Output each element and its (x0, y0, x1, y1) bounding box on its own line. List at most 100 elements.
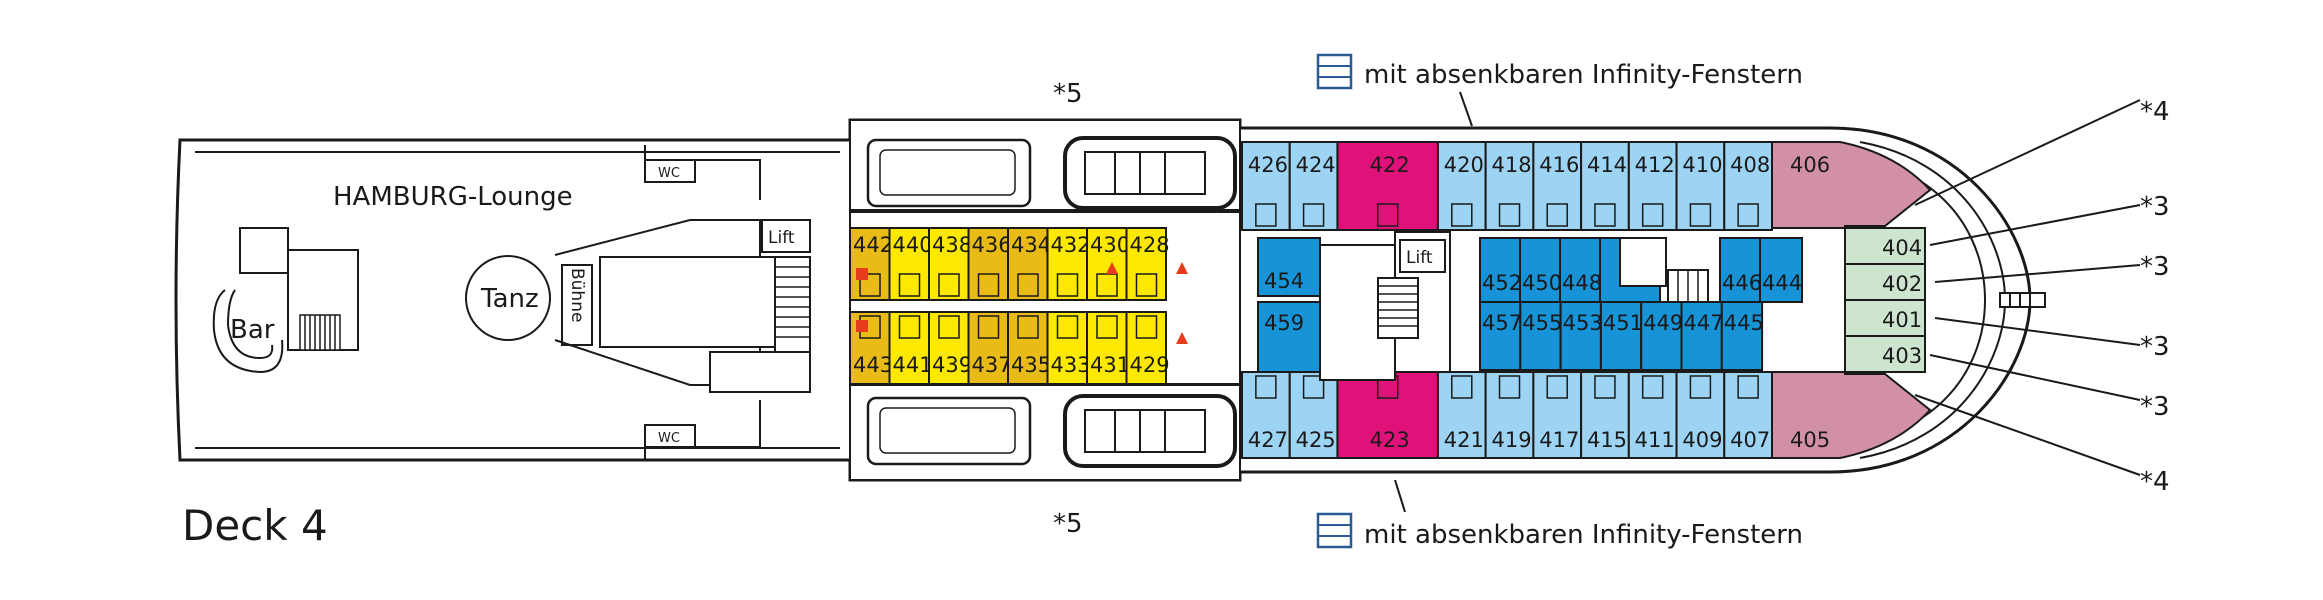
callout-label: *3 (2140, 192, 2170, 222)
cabin-402[interactable] (1844, 263, 1926, 301)
cabin-number: 444 (1762, 271, 1802, 295)
cabin-447[interactable] (1680, 301, 1723, 371)
cabin-442[interactable] (849, 227, 891, 301)
cabin-428[interactable] (1125, 227, 1167, 301)
cabin-409[interactable] (1675, 371, 1726, 459)
cabin-448[interactable] (1559, 237, 1601, 303)
cabin-440[interactable] (888, 227, 930, 301)
cabin-number: 449 (1643, 311, 1683, 335)
cabin-number: 437 (972, 353, 1012, 377)
cabin-427[interactable] (1241, 371, 1291, 459)
cabin-number: 436 (972, 233, 1012, 257)
cabin-411[interactable] (1627, 371, 1678, 459)
cabin-426[interactable] (1241, 141, 1291, 231)
cabin-number: 447 (1684, 311, 1724, 335)
cabin-number: 417 (1539, 428, 1579, 452)
cabin-number: 445 (1724, 311, 1764, 335)
callout-label: *3 (2140, 252, 2170, 282)
accessible-marker (1106, 262, 1118, 274)
cabin-455[interactable] (1519, 301, 1562, 371)
cabin-449[interactable] (1640, 301, 1683, 371)
stage (561, 264, 593, 346)
cabin-415[interactable] (1580, 371, 1630, 459)
callout-label: *3 (2140, 332, 2170, 362)
cabin-444[interactable] (1759, 237, 1803, 303)
cabin-446[interactable] (1719, 237, 1761, 303)
lounge-label: HAMBURG-Lounge (333, 182, 573, 212)
aft-lift (761, 219, 811, 253)
cabin-417[interactable] (1532, 371, 1583, 459)
accessible-marker (1176, 332, 1188, 344)
cabin-number: 409 (1682, 428, 1722, 452)
infinity-legend-bottom: mit absenkbaren Infinity-Fenstern (1316, 512, 1803, 550)
cabin-418[interactable] (1484, 141, 1535, 231)
cabin-459[interactable] (1257, 301, 1321, 373)
cabin-405[interactable] (1771, 371, 1932, 459)
cabin-number: 439 (932, 353, 972, 377)
cabin-number: 407 (1730, 428, 1770, 452)
cabin-number: 401 (1882, 308, 1922, 332)
callout-label: *4 (2140, 97, 2170, 127)
deck-label: Deck 4 (182, 501, 328, 550)
accessible-marker (1176, 262, 1188, 274)
wc-bottom-label: WC (658, 431, 680, 446)
cabin-436[interactable] (967, 227, 1009, 301)
cabin-435[interactable] (1007, 311, 1049, 385)
cabin-number: 455 (1522, 311, 1562, 335)
cabin-403[interactable] (1844, 335, 1926, 373)
lifeboat-note-bottom: *5 (1053, 509, 1083, 539)
cabin-441[interactable] (888, 311, 930, 385)
cabin-number: 433 (1051, 353, 1091, 377)
cabin-406[interactable] (1771, 141, 1932, 229)
cabin-number: 404 (1882, 236, 1922, 260)
cabin-number: 422 (1370, 153, 1410, 177)
cabin-457[interactable] (1479, 301, 1522, 371)
cabin-number: 430 (1090, 233, 1130, 257)
cabin-445[interactable] (1720, 301, 1764, 371)
bow-mast (1999, 292, 2046, 308)
stage-label: Bühne (567, 268, 587, 322)
cabin-number: 419 (1492, 428, 1532, 452)
dance-label: Tanz (480, 284, 539, 314)
cabin-number: 451 (1603, 311, 1643, 335)
cabin-429[interactable] (1125, 311, 1167, 385)
cabin-453[interactable] (1559, 301, 1602, 371)
cabin-number: 421 (1444, 428, 1484, 452)
callout-line (1914, 99, 2141, 206)
cabin-number: 448 (1562, 271, 1602, 295)
cabin-434[interactable] (1007, 227, 1049, 301)
cabin-number: 429 (1130, 353, 1170, 377)
cabin-number: 426 (1248, 153, 1288, 177)
cabin-number: 412 (1635, 153, 1675, 177)
cabin-number: 406 (1790, 153, 1830, 177)
infinity-legend-top: mit absenkbaren Infinity-Fenstern (1316, 53, 1803, 90)
cabin-number: 438 (932, 233, 972, 257)
cabin-419[interactable] (1484, 371, 1535, 459)
cabin-450[interactable] (1519, 237, 1561, 303)
bow-inner-line-2 (1899, 169, 1987, 431)
cabin-408[interactable] (1723, 141, 1774, 231)
infinity-label-top: mit absenkbaren Infinity-Fenstern (1364, 60, 1803, 90)
cabin-420[interactable] (1436, 141, 1487, 231)
cabin-424[interactable] (1288, 141, 1339, 231)
cabin-421[interactable] (1436, 371, 1487, 459)
cabin-414[interactable] (1580, 141, 1630, 231)
cabin-number: 432 (1051, 233, 1091, 257)
lifeboats-top (849, 119, 1241, 211)
wc-bottom (644, 424, 696, 448)
cabin-number: 403 (1882, 344, 1922, 368)
bar-area: Bar (212, 227, 359, 374)
cabin-438[interactable] (928, 227, 970, 301)
cabin-439[interactable] (928, 311, 970, 385)
cabin-430[interactable] (1086, 227, 1128, 301)
cabin-number: 435 (1011, 353, 1051, 377)
cabin-number: 431 (1090, 353, 1130, 377)
accessible-marker (856, 320, 868, 332)
cabin-454[interactable] (1257, 237, 1321, 297)
cabin-422[interactable] (1336, 141, 1439, 231)
